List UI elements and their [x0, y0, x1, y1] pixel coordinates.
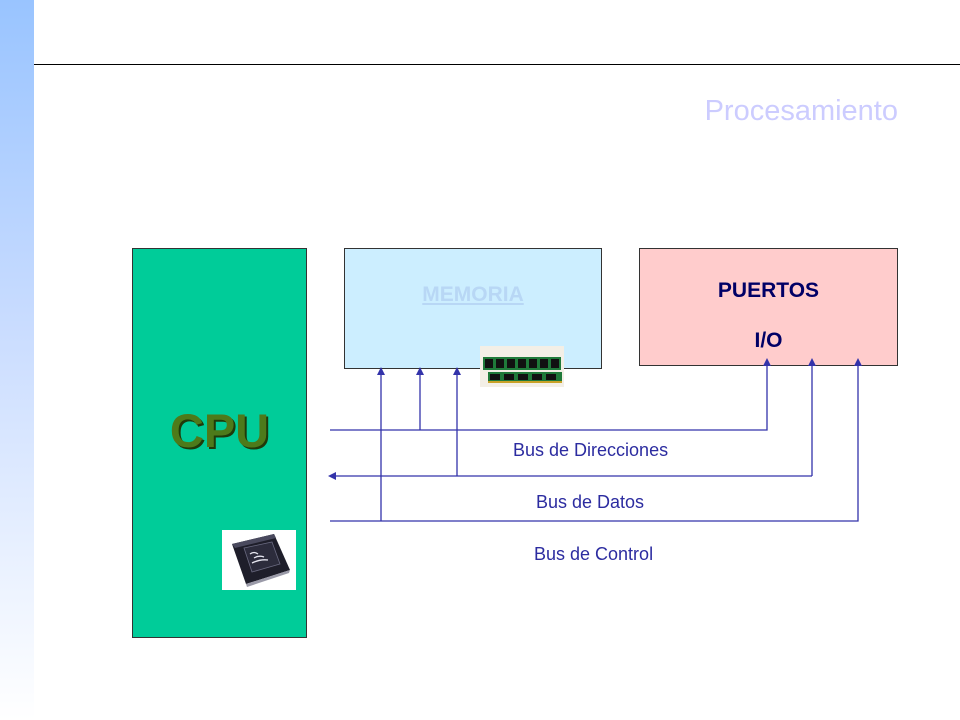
address-bus-line [330, 358, 771, 431]
control-bus-label: Bus de Control [534, 544, 654, 564]
side-gradient-bar [0, 0, 34, 720]
io-label-ports: PUERTOS [717, 279, 820, 302]
top-divider [34, 64, 960, 65]
control-bus-line [330, 358, 862, 522]
io-label-io: I/O [754, 329, 783, 352]
ram-module-icon [480, 346, 564, 387]
intel-processor-chip-icon [222, 530, 296, 590]
data-bus-label: Bus de Datos [536, 492, 645, 512]
cpu-label: CPU [169, 404, 270, 457]
memory-label[interactable]: MEMORIA [422, 283, 524, 306]
address-bus-label: Bus de Direcciones [513, 440, 669, 460]
io-ports-block: PUERTOS I/O [639, 248, 898, 366]
slide-title: Procesamiento [704, 95, 898, 127]
data-bus-line [328, 358, 816, 480]
